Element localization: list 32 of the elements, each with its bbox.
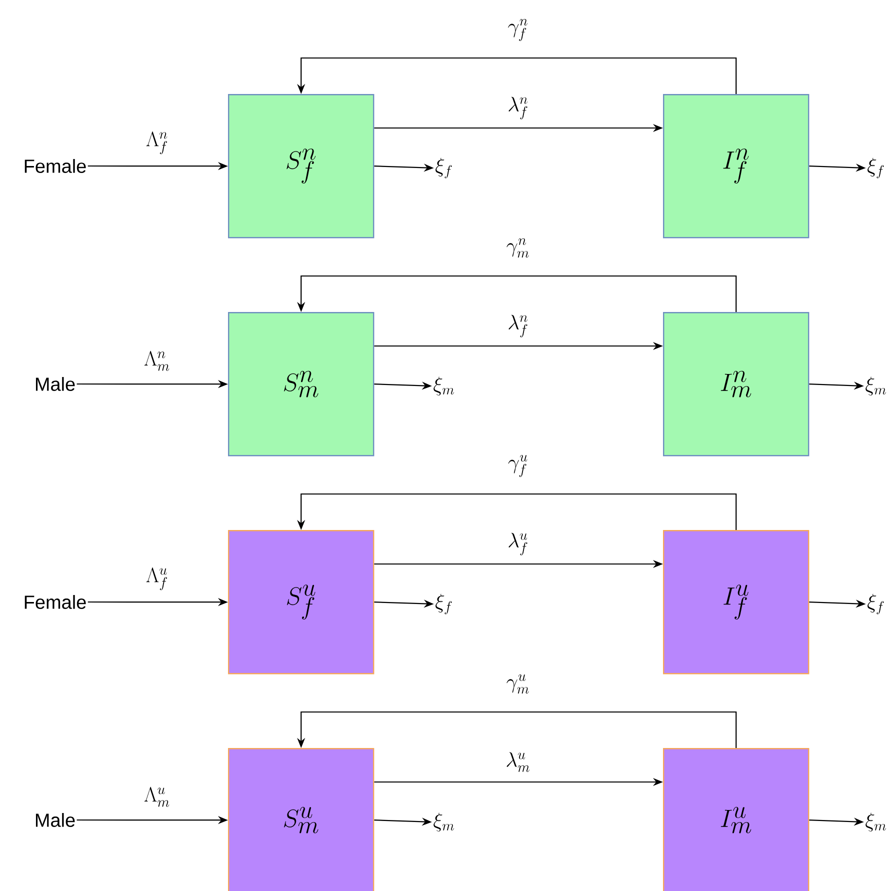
compartment-box: $I^{u}_{f}$ — [663, 530, 810, 674]
compartment-box: $S^{u}_{m}$ — [228, 748, 374, 891]
compartment-box: $I^{n}_{f}$ — [663, 94, 810, 238]
rate-label: $\xi_{f}$ — [436, 594, 452, 614]
rate-label: $\xi_{m}$ — [434, 376, 454, 396]
edge-label: $\gamma^{u}_{f}$ — [508, 455, 528, 477]
compartment-box: $S^{n}_{m}$ — [228, 312, 374, 456]
population-label: Female — [24, 159, 86, 173]
rate-label: $\xi_{m}$ — [866, 376, 886, 396]
rate-label: $\xi_{f}$ — [436, 158, 452, 178]
edge-label: $\lambda^{n}_{f}$ — [508, 96, 528, 120]
edge-label: $\lambda^{n}_{f}$ — [508, 314, 528, 338]
rate-label: $\xi_{f}$ — [868, 594, 884, 614]
population-label: Male — [36, 377, 75, 391]
edge-label: $\lambda^{u}_{m}$ — [506, 752, 530, 772]
compartment-box: $S^{n}_{f}$ — [228, 94, 374, 238]
compartment-box: $I^{n}_{m}$ — [663, 312, 810, 456]
edge-label: $\Lambda^{n}_{f}$ — [146, 131, 168, 154]
rate-label: $\xi_{m}$ — [434, 812, 454, 832]
edge-label: $\Lambda^{n}_{m}$ — [144, 350, 170, 371]
rate-label: $\xi_{f}$ — [868, 158, 884, 178]
edge-label: $\Lambda^{u}_{m}$ — [144, 786, 170, 807]
population-label: Female — [24, 595, 86, 609]
edge-label: $\Lambda^{u}_{f}$ — [146, 567, 168, 590]
rate-label: $\xi_{m}$ — [866, 812, 886, 832]
compartment-box: $S^{u}_{f}$ — [228, 530, 374, 674]
population-label: Male — [36, 813, 75, 827]
compartment-box: $I^{u}_{m}$ — [663, 748, 810, 891]
edge-label: $\gamma^{n}_{m}$ — [506, 238, 529, 258]
edge-label: $\gamma^{n}_{f}$ — [508, 19, 528, 41]
edge-label: $\lambda^{u}_{f}$ — [508, 532, 528, 556]
edge-label: $\gamma^{u}_{m}$ — [506, 674, 529, 694]
